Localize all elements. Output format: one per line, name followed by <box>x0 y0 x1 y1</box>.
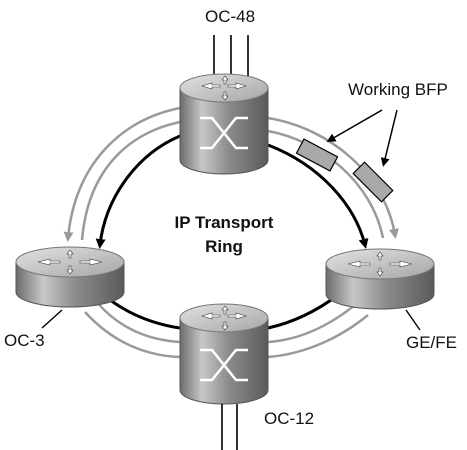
outer-protection-ring <box>63 106 399 359</box>
oc3-leader-line <box>41 309 63 329</box>
oc12-label: OC-12 <box>264 409 314 428</box>
inner-ring-arc-right <box>267 143 369 249</box>
outer-ring-arc-top-left-inner <box>80 120 181 241</box>
outer-ring-arc-bottom-right-outer <box>267 314 369 359</box>
router-icon <box>37 249 103 275</box>
outer-ring-arc-top-right <box>267 116 399 239</box>
bfp-box-1 <box>295 138 339 172</box>
router-icon <box>347 251 413 277</box>
outer-ring-arc-top-right-inner <box>267 129 385 239</box>
router-switch-icon <box>200 75 248 101</box>
bfp-pointers <box>326 109 398 167</box>
oc3-label: OC-3 <box>4 331 45 350</box>
center-label-line1: IP Transport <box>175 213 274 232</box>
gefe-label: GE/FE <box>406 333 457 352</box>
outer-ring-arc-bottom-left <box>94 299 181 344</box>
outer-ring-arc-bottom-right <box>267 304 356 344</box>
outer-ring-arc-bottom-left-outer <box>84 311 181 359</box>
oc48-label: OC-48 <box>205 7 255 26</box>
gefe-leader-line <box>405 309 421 331</box>
bottom-router-switch <box>179 303 269 450</box>
right-router <box>325 248 435 331</box>
switch-x-icon <box>200 348 248 382</box>
center-label-line2: Ring <box>205 237 243 256</box>
inner-ring-arc-bottom-left <box>109 298 181 330</box>
bfp-box-2 <box>352 161 394 203</box>
top-router-switch <box>179 35 269 175</box>
working-bfp-boxes <box>295 138 394 203</box>
inner-ring-arc-left <box>95 134 181 249</box>
router-switch-icon <box>200 305 248 331</box>
outer-ring-arc-top-left <box>63 106 181 242</box>
bfp-pointer-2 <box>380 109 398 167</box>
oc12-interface-lines <box>221 404 238 450</box>
left-router <box>15 246 125 329</box>
bfp-pointer-1 <box>326 109 383 142</box>
switch-x-icon <box>200 116 248 150</box>
working-bfp-label: Working BFP <box>348 80 448 99</box>
